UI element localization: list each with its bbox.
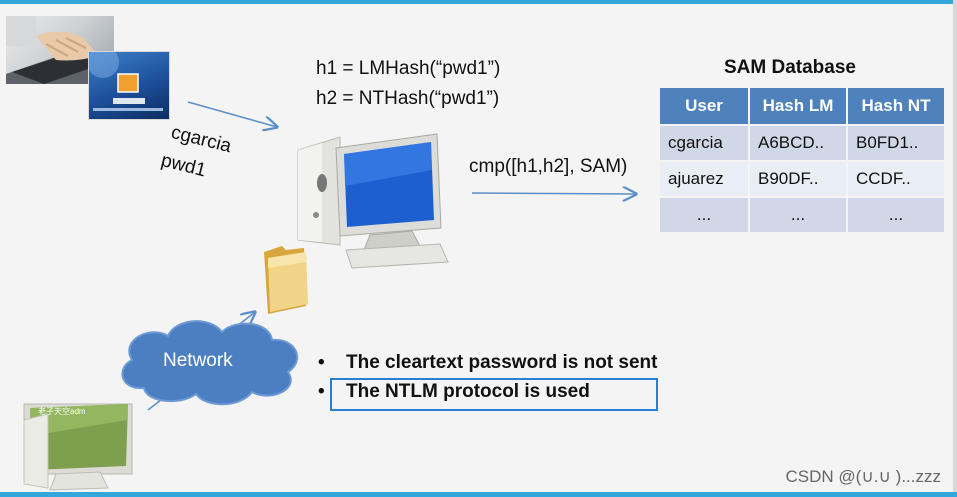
login-screen-photo [88, 51, 170, 120]
table-cell: ... [848, 198, 944, 232]
formula-h2: h2 = NTHash(“pwd1”) [316, 88, 500, 109]
table-cell: ajuarez [660, 162, 748, 196]
network-cloud-icon [121, 320, 299, 406]
bullet-text: The cleartext password is not sent [346, 352, 658, 373]
bullet-dot: • [318, 381, 325, 402]
client-computer-icon [23, 403, 133, 491]
table-cell: B90DF.. [750, 162, 846, 196]
bullet-item: • The cleartext password is not sent [318, 352, 657, 374]
formula-h1: h1 = LMHash(“pwd1”) [316, 58, 501, 79]
bottom-accent-bar [0, 492, 957, 497]
sam-header-hash-nt: Hash NT [848, 88, 944, 124]
table-cell: B0FD1.. [848, 126, 944, 160]
server-computer-icon [297, 133, 449, 269]
table-cell: ... [750, 198, 846, 232]
sam-header-hash-lm: Hash LM [750, 88, 846, 124]
laptop-photo [6, 16, 114, 84]
highlight-box [330, 378, 658, 411]
top-accent-bar [0, 0, 957, 4]
table-row: ajuarez B90DF.. CCDF.. [660, 162, 944, 196]
table-row: ... ... ... [660, 198, 944, 232]
bullet-item: • The NTLM protocol is used [318, 381, 590, 403]
watermark: CSDN @(∪.∪ )...zzz [785, 467, 941, 486]
client-screen-label: 老子天空adm [38, 407, 86, 416]
table-cell: ... [660, 198, 748, 232]
network-label: Network [163, 350, 233, 371]
bullet-dot: • [318, 352, 325, 373]
folder-icon [264, 246, 308, 314]
table-cell: A6BCD.. [750, 126, 846, 160]
arrow-credentials [187, 101, 277, 127]
bullet-text: The NTLM protocol is used [346, 381, 590, 402]
sam-database-title: SAM Database [724, 57, 856, 78]
table-row: cgarcia A6BCD.. B0FD1.. [660, 126, 944, 160]
arrow-compare [471, 193, 636, 194]
sam-table: User Hash LM Hash NT cgarcia A6BCD.. B0F… [658, 86, 946, 234]
right-edge-bar [953, 0, 957, 497]
table-cell: cgarcia [660, 126, 748, 160]
compare-expression: cmp([h1,h2], SAM) [469, 156, 628, 177]
table-cell: CCDF.. [848, 162, 944, 196]
sam-header-user: User [660, 88, 748, 124]
